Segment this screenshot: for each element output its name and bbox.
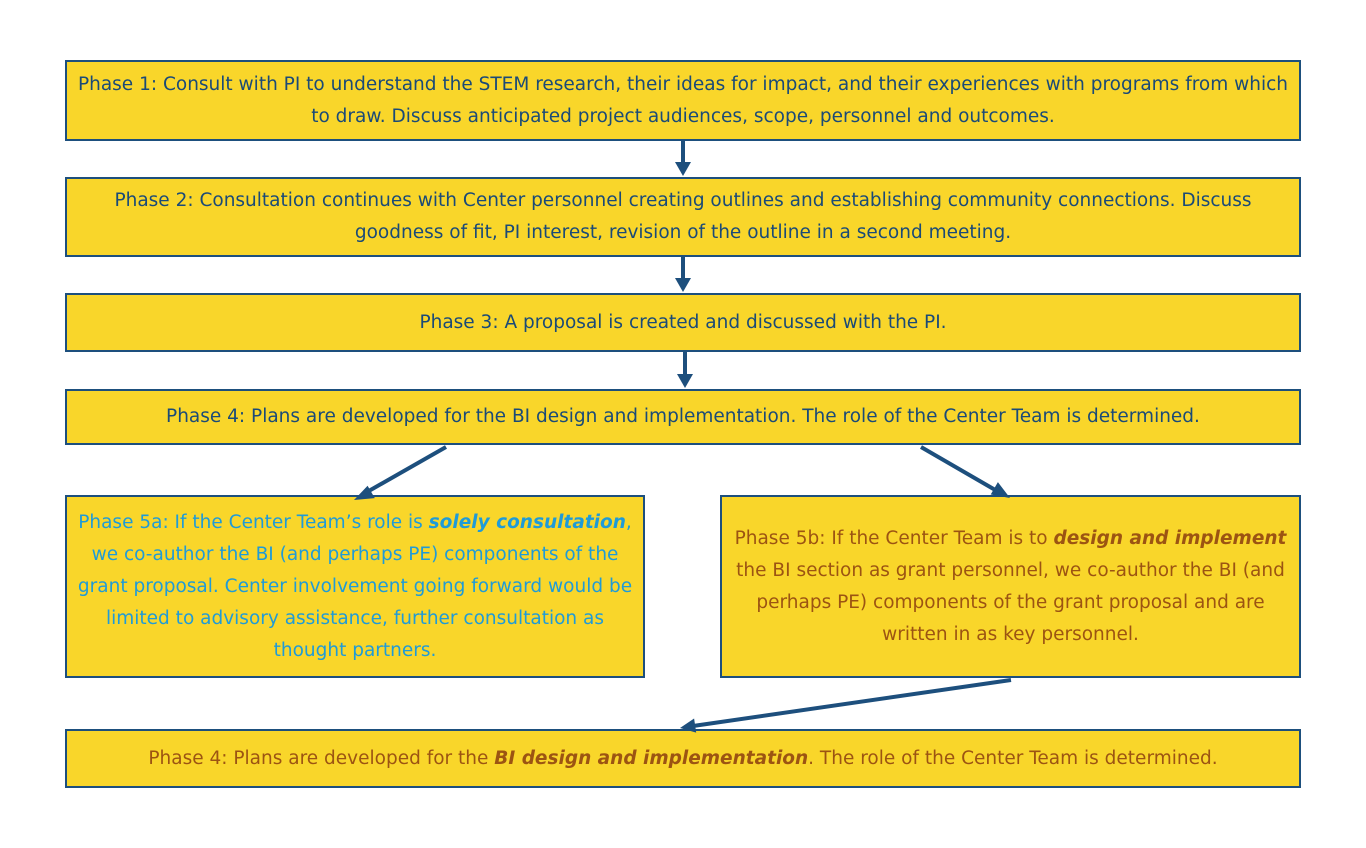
phase-3-box: Phase 3: A proposal is created and discu… bbox=[65, 293, 1301, 352]
phase-5a-text-post: , we co-author the BI (and perhaps PE) c… bbox=[77, 511, 633, 661]
arrow-phase4-to-phase5a bbox=[354, 445, 447, 500]
phase-4-final-text-pre: Phase 4: Plans are developed for the bbox=[148, 747, 495, 769]
phase-4-final-text: Phase 4: Plans are developed for the BI … bbox=[148, 743, 1217, 775]
phase-2-text: Phase 2: Consultation continues with Cen… bbox=[114, 190, 1252, 243]
phase-5b-text: Phase 5b: If the Center Team is to desig… bbox=[726, 523, 1295, 651]
arrow-phase1-to-phase2 bbox=[675, 141, 691, 176]
phase-1-text: Phase 1: Consult with PI to understand t… bbox=[77, 73, 1289, 127]
phase-5b-box: Phase 5b: If the Center Team is to desig… bbox=[720, 495, 1301, 678]
phase-4-final-box: Phase 4: Plans are developed for the BI … bbox=[65, 729, 1301, 788]
phase-4-final-text-post: . The role of the Center Team is determi… bbox=[808, 747, 1218, 769]
arrow-phase4-to-phase5b bbox=[919, 445, 1010, 498]
phase-5a-emphasis: solely consultation bbox=[428, 511, 626, 533]
phase-3-text: Phase 3: A proposal is created and discu… bbox=[419, 311, 947, 333]
phase-4-box: Phase 4: Plans are developed for the BI … bbox=[65, 389, 1301, 445]
phase-5b-emphasis: design and implement bbox=[1053, 527, 1287, 549]
arrow-phase2-to-phase3 bbox=[675, 257, 691, 292]
phase-4-final-emphasis: BI design and implementation bbox=[494, 747, 809, 769]
phase-4-text: Phase 4: Plans are developed for the BI … bbox=[166, 406, 1200, 427]
arrow-phase5b-to-final bbox=[680, 678, 1012, 733]
phase-5a-box: Phase 5a: If the Center Team’s role is s… bbox=[65, 495, 645, 678]
phase-2-box: Phase 2: Consultation continues with Cen… bbox=[65, 177, 1301, 257]
phase-5b-text-pre: Phase 5b: If the Center Team is to bbox=[734, 527, 1054, 549]
phase-5a-text-pre: Phase 5a: If the Center Team’s role is bbox=[78, 511, 429, 533]
phase-5b-text-post: the BI section as grant personnel, we co… bbox=[736, 559, 1285, 645]
arrow-phase3-to-phase4 bbox=[677, 352, 693, 388]
phase-1-box: Phase 1: Consult with PI to understand t… bbox=[65, 60, 1301, 141]
phase-5a-text: Phase 5a: If the Center Team’s role is s… bbox=[75, 507, 635, 667]
